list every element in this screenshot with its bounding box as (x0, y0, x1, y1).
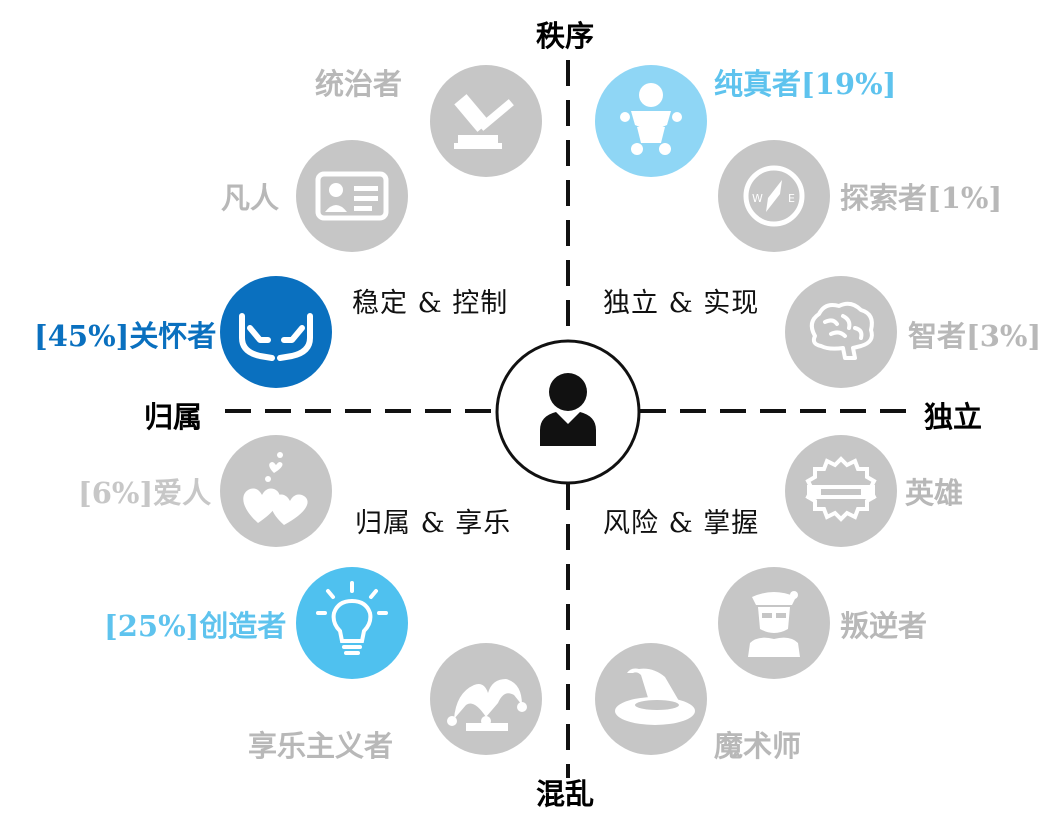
outlaw-node (718, 567, 830, 679)
label-magician: 魔术师 (714, 729, 802, 763)
quadrant-label-independence-fulfillment: 独立 & 实现 (603, 288, 760, 319)
label-ruler: 统治者 (315, 67, 403, 101)
axis-label-order: 秩序 (536, 19, 595, 53)
everyman-node (296, 140, 408, 252)
brain-icon (785, 276, 897, 388)
compass-icon: W E (718, 140, 830, 252)
label-explorer: 探索者[1%] (840, 181, 1003, 215)
label-lover: [6%]爱人 (78, 476, 212, 510)
axis-label-belonging: 归属 (144, 400, 203, 434)
label-jester: 享乐主义者 (248, 729, 394, 763)
hearts-icon (220, 435, 332, 547)
label-creator: [25%]创造者 (104, 609, 287, 643)
quadrant-label-risk-mastery: 风险 & 掌握 (603, 508, 760, 539)
label-hero: 英雄 (905, 476, 964, 510)
lover-node (220, 435, 332, 547)
creator-node (296, 567, 408, 679)
person-icon (540, 373, 596, 446)
quadrant-label-stability-control: 稳定 & 控制 (352, 288, 509, 319)
center-circle (495, 339, 641, 485)
label-sage: 智者[3%] (908, 319, 1042, 353)
gavel-icon (430, 65, 542, 177)
baby-icon (595, 65, 707, 177)
id-card-icon (296, 140, 408, 252)
wizard-hat-icon (595, 643, 707, 755)
lightbulb-icon (296, 567, 408, 679)
ruler-node (430, 65, 542, 177)
label-outlaw: 叛逆者 (840, 609, 928, 643)
explorer-node: W E (718, 140, 830, 252)
caring-hands-icon (220, 276, 332, 388)
outlaw-icon (718, 567, 830, 679)
axis-label-chaos: 混乱 (536, 777, 595, 811)
svg-text:E: E (788, 192, 795, 205)
badge-icon (785, 435, 897, 547)
magician-node (595, 643, 707, 755)
label-innocent: 纯真者[19%] (714, 67, 897, 101)
innocent-node (595, 65, 707, 177)
jester-hat-icon (430, 643, 542, 755)
axis-label-independence: 独立 (924, 400, 983, 434)
svg-text:W: W (752, 192, 763, 205)
quadrant-label-belonging-enjoyment: 归属 & 享乐 (355, 508, 512, 539)
label-caregiver: [45%]关怀者 (34, 319, 217, 353)
jester-node (430, 643, 542, 755)
caregiver-node (220, 276, 332, 388)
sage-node (785, 276, 897, 388)
label-everyman: 凡人 (221, 181, 280, 215)
hero-node (785, 435, 897, 547)
